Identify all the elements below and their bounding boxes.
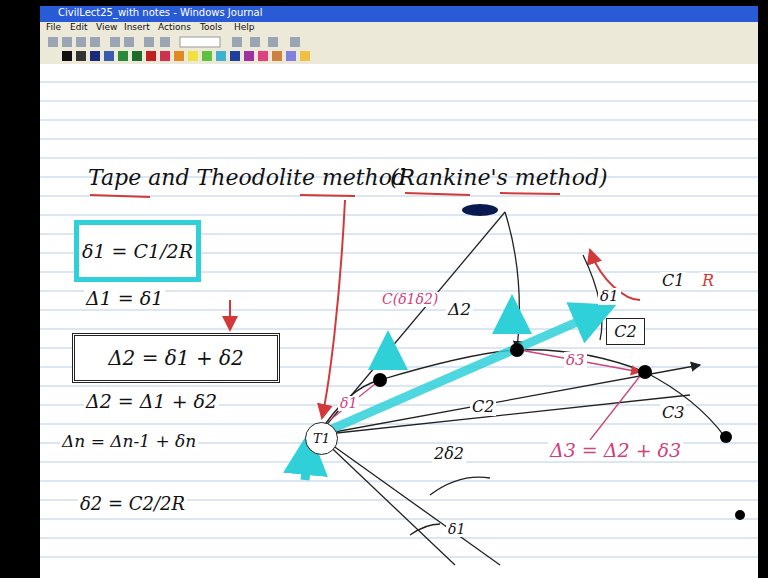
station-circle: T1 (305, 422, 338, 455)
chord-box: C2 (606, 318, 645, 345)
chord-note: C(δ1δ2) (380, 292, 440, 307)
menu-item: File (46, 23, 61, 33)
node-text: C2 (614, 322, 636, 341)
equation: δ2 = C2/2R (78, 494, 187, 514)
menu-item: Edit (70, 23, 87, 33)
angle-label: δ1 (446, 522, 467, 537)
node-text: T1 (313, 431, 330, 446)
angle-label: δ1 (598, 288, 621, 305)
menu-item: View (96, 23, 117, 33)
node-text: δ1 = C1/2R (82, 240, 193, 262)
menu-item: Help (234, 23, 255, 33)
menu-item: Tools (200, 23, 222, 33)
equation: Δ1 = δ1 (84, 288, 165, 309)
window-title: CivilLect25_with notes - Windows Journal (58, 7, 262, 18)
page-heading: Tape and Theodolite method (88, 166, 406, 190)
radius-label: R (700, 272, 716, 290)
formula-box: Δ2 = δ1 + δ2 (72, 333, 280, 383)
equation: Δn = Δn-1 + δn (60, 432, 198, 451)
chord-label: C2 (470, 398, 496, 416)
chord-label: C3 (660, 404, 686, 422)
menu-item: Insert (124, 23, 150, 33)
equation: Δ2 = Δ1 + δ2 (84, 391, 219, 412)
angle-label: 2δ2 (432, 445, 466, 463)
angle-label: δ3 (564, 352, 587, 369)
formula-box: δ1 = C1/2R (74, 220, 201, 282)
angle-label: δ1 (338, 396, 359, 411)
node-text: Δ2 = δ1 + δ2 (108, 346, 244, 370)
menu-item: Actions (158, 23, 191, 33)
method-name: (Rankine's method) (390, 166, 608, 190)
angle-label: Δ2 (446, 300, 473, 319)
chord-label: C1 (660, 272, 686, 290)
equation: Δ3 = Δ2 + δ3 (548, 440, 683, 461)
